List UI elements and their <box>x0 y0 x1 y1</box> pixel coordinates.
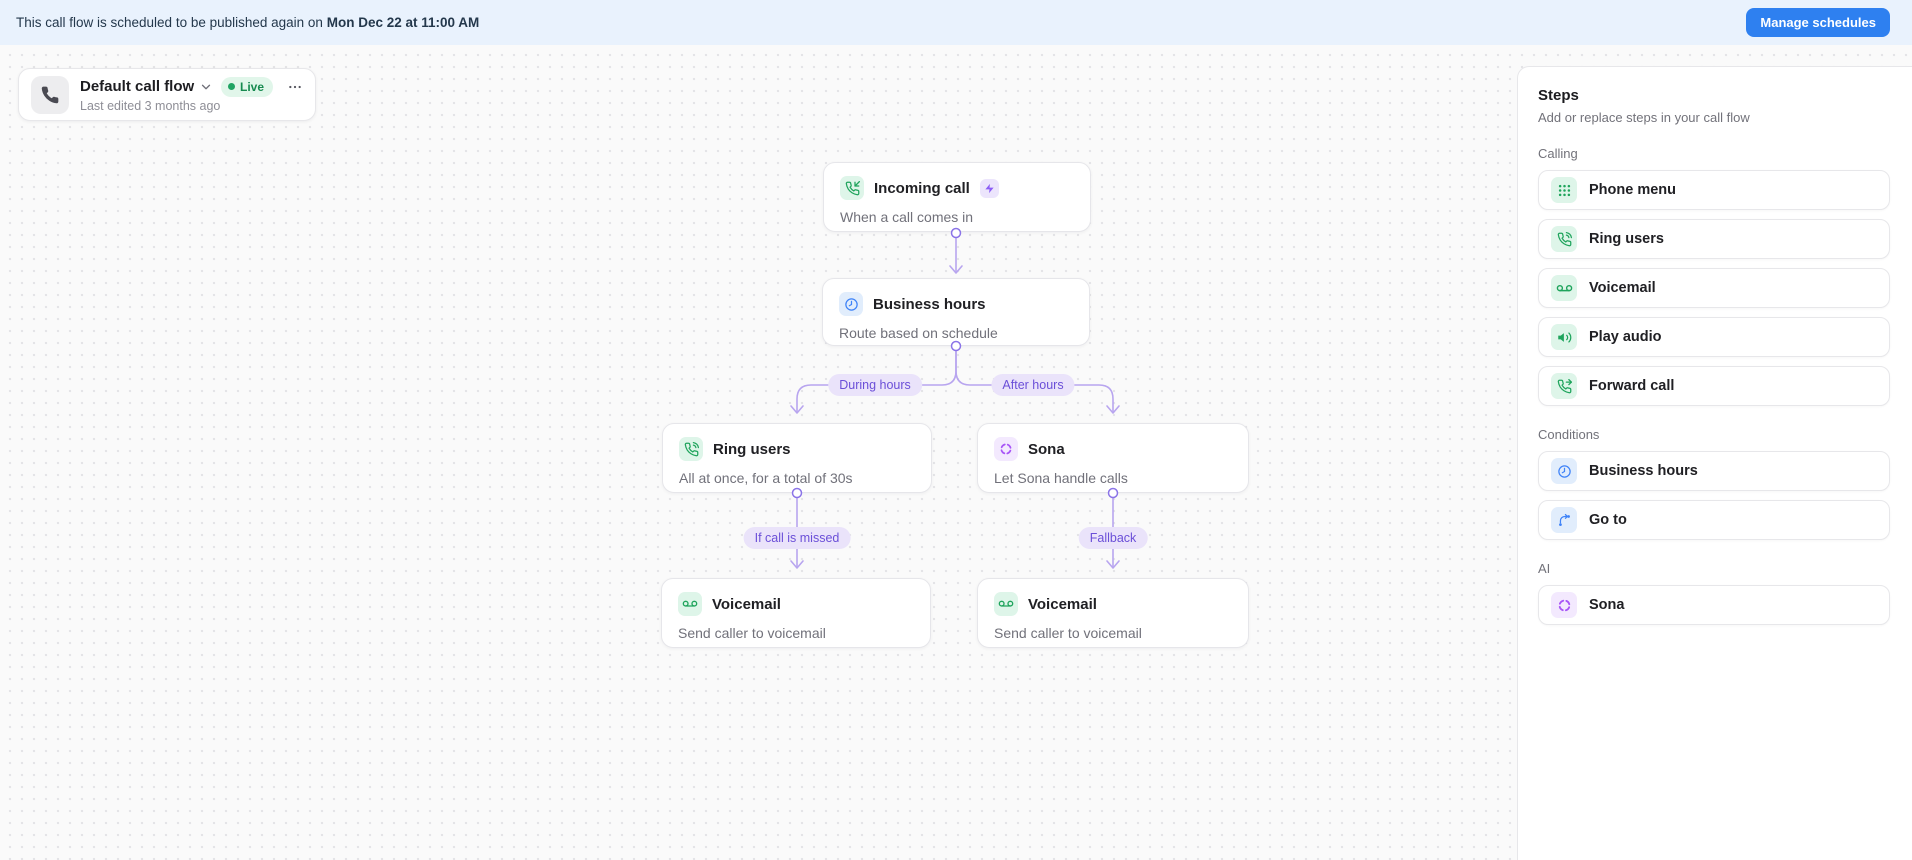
section-label-ai: AI <box>1538 561 1551 576</box>
status-badge: Live <box>220 76 273 97</box>
step-item-go-to[interactable]: Go to <box>1538 500 1890 540</box>
flow-node-sona[interactable]: Sona Let Sona handle calls <box>977 423 1249 493</box>
live-dot-icon <box>227 83 235 90</box>
edge-label-during-hours: During hours <box>828 374 922 396</box>
more-options-icon[interactable] <box>287 79 303 95</box>
flow-node-voicemail-right[interactable]: Voicemail Send caller to voicemail <box>977 578 1249 648</box>
bolt-icon <box>979 178 999 198</box>
flow-title: Default call flow <box>80 78 195 95</box>
edge-label-if-call-missed: If call is missed <box>743 527 851 549</box>
phone-ringing-icon <box>679 437 703 461</box>
phone-incoming-icon <box>840 176 864 200</box>
phone-icon <box>31 75 69 114</box>
speaker-icon <box>1551 324 1577 350</box>
edge-label-after-hours: After hours <box>991 374 1075 396</box>
voicemail-icon <box>1551 275 1577 301</box>
flow-node-ring-users[interactable]: Ring users All at once, for a total of 3… <box>662 423 932 493</box>
sidebar-subtitle: Add or replace steps in your call flow <box>1538 110 1750 125</box>
step-item-voicemail[interactable]: Voicemail <box>1538 268 1890 308</box>
schedule-banner-message: This call flow is scheduled to be publis… <box>16 15 480 30</box>
chevron-down-icon[interactable] <box>199 80 213 94</box>
flow-selector-card[interactable]: Default call flow Live Last edited 3 mon… <box>18 68 316 121</box>
manage-schedules-button[interactable]: Manage schedules <box>1746 8 1890 37</box>
step-item-business-hours[interactable]: Business hours <box>1538 451 1890 491</box>
step-item-play-audio[interactable]: Play audio <box>1538 317 1890 357</box>
edge-label-fallback: Fallback <box>1078 527 1148 549</box>
step-item-phone-menu[interactable]: Phone menu <box>1538 170 1890 210</box>
step-item-sona[interactable]: Sona <box>1538 585 1890 625</box>
sidebar-title: Steps <box>1538 87 1579 104</box>
voicemail-icon <box>678 592 702 616</box>
clock-icon <box>1551 458 1577 484</box>
flow-node-business-hours[interactable]: Business hours Route based on schedule <box>822 278 1090 346</box>
go-to-icon <box>1551 507 1577 533</box>
section-label-conditions: Conditions <box>1538 427 1600 442</box>
clock-icon <box>839 292 863 316</box>
sona-icon <box>994 437 1018 461</box>
section-label-calling: Calling <box>1538 146 1578 161</box>
phone-forwarded-icon <box>1551 373 1577 399</box>
phone-ringing-icon <box>1551 226 1577 252</box>
step-item-forward-call[interactable]: Forward call <box>1538 366 1890 406</box>
schedule-banner: This call flow is scheduled to be publis… <box>0 0 1912 45</box>
dialpad-icon <box>1551 177 1577 203</box>
step-item-ring-users[interactable]: Ring users <box>1538 219 1890 259</box>
last-edited-text: Last edited 3 months ago <box>80 98 221 113</box>
steps-sidebar: Steps Add or replace steps in your call … <box>1517 66 1912 860</box>
flow-node-incoming-call[interactable]: Incoming call When a call comes in <box>823 162 1091 232</box>
sona-icon <box>1551 592 1577 618</box>
voicemail-icon <box>994 592 1018 616</box>
flow-node-voicemail-left[interactable]: Voicemail Send caller to voicemail <box>661 578 931 648</box>
